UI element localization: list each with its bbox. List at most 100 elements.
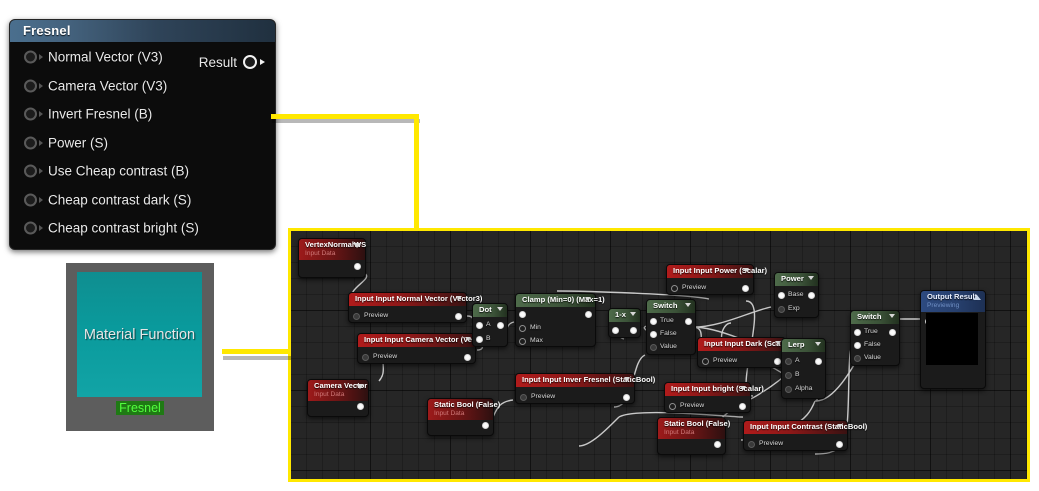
chevron-down-icon[interactable] xyxy=(808,276,814,280)
preview-pin[interactable] xyxy=(362,354,369,361)
output-pin[interactable] xyxy=(889,329,896,336)
preview-pin[interactable] xyxy=(669,403,676,410)
input-pin[interactable] xyxy=(612,327,619,334)
input-pin-min[interactable] xyxy=(519,325,526,332)
input-pin-true[interactable] xyxy=(650,318,657,325)
chevron-down-icon[interactable] xyxy=(497,307,503,311)
input-pin-false[interactable] xyxy=(650,331,657,338)
output-pin[interactable] xyxy=(354,263,361,270)
input-pin-main[interactable] xyxy=(519,311,526,318)
input-pin-alpha[interactable] xyxy=(785,386,792,393)
chevron-down-icon[interactable] xyxy=(465,337,471,341)
chevron-down-icon[interactable] xyxy=(630,312,636,316)
fresnel-input-normal-vector[interactable]: Normal Vector (V3) xyxy=(10,43,275,72)
material-graph-canvas[interactable]: VertexNormalWS Input Data Input Input No… xyxy=(288,228,1030,482)
output-pin[interactable] xyxy=(836,441,843,448)
input-pin-value[interactable] xyxy=(854,355,861,362)
node-header[interactable]: Input Input Power (Scalar) xyxy=(667,265,767,278)
node-header[interactable]: Input Input Normal Vector (Vector3) xyxy=(349,293,482,306)
preview-pin[interactable] xyxy=(353,313,360,320)
node-header[interactable]: Input Input Inver Fresnel (StaticBool) xyxy=(516,374,655,387)
node-output-result[interactable]: Output Result Previewing xyxy=(920,290,986,389)
input-pin-true[interactable] xyxy=(854,329,861,336)
node-header[interactable]: Static Bool (False) Input Data xyxy=(658,418,730,439)
node-switch-invert[interactable]: Switch True False Value xyxy=(646,299,696,355)
input-pin-icon[interactable] xyxy=(24,107,37,121)
output-pin[interactable] xyxy=(464,354,471,361)
material-function-asset-tile[interactable]: Material Function Fresnel xyxy=(66,263,214,431)
node-input-dark[interactable]: Input Input Dark (Scalar) Preview xyxy=(697,337,792,368)
node-header[interactable]: Input Input bright (Scalar) xyxy=(665,383,764,396)
input-pin-icon[interactable] xyxy=(24,193,37,207)
node-header[interactable]: Power xyxy=(775,273,818,286)
output-pin[interactable] xyxy=(497,322,504,329)
node-input-bright[interactable]: Input Input bright (Scalar) Preview xyxy=(664,382,764,413)
node-header[interactable]: Switch xyxy=(851,311,899,324)
fresnel-input-use-cheap-contrast[interactable]: Use Cheap contrast (B) xyxy=(10,157,275,186)
node-static-bool-contrast[interactable]: Static Bool (False) Input Data xyxy=(657,417,730,455)
fresnel-input-cheap-contrast-dark[interactable]: Cheap contrast dark (S) xyxy=(10,186,275,215)
fresnel-node-panel[interactable]: Fresnel Result Normal Vector (V3) Camera… xyxy=(9,19,276,250)
node-header[interactable]: Input Input Contrast (StaticBool) xyxy=(744,421,867,434)
node-header[interactable]: VertexNormalWS Input Data xyxy=(299,239,366,260)
preview-pin[interactable] xyxy=(748,441,755,448)
output-pin[interactable] xyxy=(685,318,692,325)
output-pin[interactable] xyxy=(808,292,815,299)
output-pin[interactable] xyxy=(739,403,746,410)
chevron-down-icon[interactable] xyxy=(585,297,591,301)
node-camera-vector[interactable]: Camera Vector Input Data xyxy=(307,379,369,417)
input-pin-icon[interactable] xyxy=(24,136,37,150)
fresnel-input-camera-vector[interactable]: Camera Vector (V3) xyxy=(10,72,275,101)
input-pin-base[interactable] xyxy=(778,292,785,299)
input-pin-exp[interactable] xyxy=(778,306,785,313)
chevron-down-icon[interactable] xyxy=(889,314,895,318)
preview-pin[interactable] xyxy=(702,358,709,365)
node-input-normal-vector[interactable]: Input Input Normal Vector (Vector3) Prev… xyxy=(348,292,482,323)
asset-thumbnail[interactable]: Material Function xyxy=(77,272,202,397)
output-pin[interactable] xyxy=(623,394,630,401)
output-pin[interactable] xyxy=(630,327,637,334)
chevron-up-icon[interactable] xyxy=(973,295,981,300)
chevron-down-icon[interactable] xyxy=(837,424,843,428)
preview-pin[interactable] xyxy=(520,394,527,401)
chevron-down-icon[interactable] xyxy=(685,303,691,307)
node-header[interactable]: Static Bool (False) Input Data xyxy=(428,399,500,420)
input-pin-max[interactable] xyxy=(519,338,526,345)
output-pin[interactable] xyxy=(357,403,364,410)
input-pin-value[interactable] xyxy=(650,344,657,351)
output-pin[interactable] xyxy=(585,311,592,318)
fresnel-input-power[interactable]: Power (S) xyxy=(10,129,275,158)
input-pin-a[interactable] xyxy=(785,358,792,365)
input-pin-icon[interactable] xyxy=(24,50,37,64)
node-header[interactable]: Output Result Previewing xyxy=(921,291,985,312)
node-header[interactable]: 1-x xyxy=(609,309,640,322)
chevron-down-icon[interactable] xyxy=(356,384,364,389)
chevron-down-icon[interactable] xyxy=(456,296,462,300)
node-header[interactable]: Dot xyxy=(473,304,507,317)
node-power[interactable]: Power Base Exp xyxy=(774,272,819,318)
chevron-down-icon[interactable] xyxy=(353,243,361,248)
node-one-minus-x[interactable]: 1-x xyxy=(608,308,641,338)
node-static-bool-invert[interactable]: Static Bool (False) Input Data xyxy=(427,398,500,436)
input-pin-a[interactable] xyxy=(476,322,483,329)
output-pin[interactable] xyxy=(742,285,749,292)
node-input-power[interactable]: Input Input Power (Scalar) Preview xyxy=(666,264,767,295)
output-pin[interactable] xyxy=(774,358,781,365)
output-pin[interactable] xyxy=(714,441,721,448)
input-pin-icon[interactable] xyxy=(24,221,37,235)
node-header[interactable]: Lerp xyxy=(782,339,825,352)
node-input-contrast[interactable]: Input Input Contrast (StaticBool) Previe… xyxy=(743,420,867,451)
chevron-down-icon[interactable] xyxy=(743,268,749,272)
input-pin-b[interactable] xyxy=(785,372,792,379)
node-header[interactable]: Switch xyxy=(647,300,695,313)
node-switch-contrast[interactable]: Switch True False Value xyxy=(850,310,900,366)
chevron-down-icon[interactable] xyxy=(624,377,630,381)
node-lerp[interactable]: Lerp A B Alpha xyxy=(781,338,826,399)
preview-pin[interactable] xyxy=(671,285,678,292)
fresnel-node-titlebar[interactable]: Fresnel xyxy=(10,20,275,43)
fresnel-input-cheap-contrast-bright[interactable]: Cheap contrast bright (S) xyxy=(10,214,275,243)
input-pin-false[interactable] xyxy=(854,342,861,349)
chevron-down-icon[interactable] xyxy=(740,386,746,390)
input-pin-b[interactable] xyxy=(476,336,483,343)
node-header[interactable]: Input Input Camera Vector (Vector3) xyxy=(358,334,493,347)
